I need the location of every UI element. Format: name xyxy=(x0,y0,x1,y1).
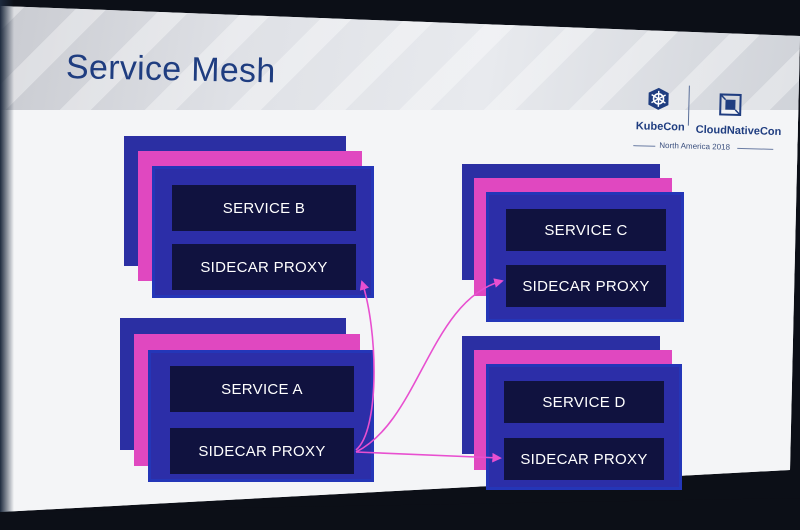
cloudnativecon-label: CloudNativeCon xyxy=(696,124,782,138)
event-label: North America 2018 xyxy=(659,141,730,152)
service-b-box: SERVICE B xyxy=(172,185,356,231)
service-a-box: SERVICE A xyxy=(170,366,354,412)
logo-divider xyxy=(688,86,690,126)
slide-title: Service Mesh xyxy=(66,48,276,91)
room-edge xyxy=(0,0,14,524)
proxy-b-box: SIDECAR PROXY xyxy=(172,244,356,290)
proxy-c-box: SIDECAR PROXY xyxy=(506,265,666,307)
cncf-logo-icon xyxy=(718,92,743,117)
service-c-box: SERVICE C xyxy=(506,209,666,251)
event-rule-left xyxy=(633,145,655,147)
kubecon-logo-icon xyxy=(646,87,671,112)
proxy-a-box: SIDECAR PROXY xyxy=(170,428,354,474)
service-d-box: SERVICE D xyxy=(504,381,664,423)
conference-logos: KubeCon CloudNativeCon North America 201… xyxy=(617,80,789,160)
kubecon-label: KubeCon xyxy=(636,120,685,133)
proxy-d-box: SIDECAR PROXY xyxy=(504,438,664,480)
event-rule-right xyxy=(737,148,773,150)
